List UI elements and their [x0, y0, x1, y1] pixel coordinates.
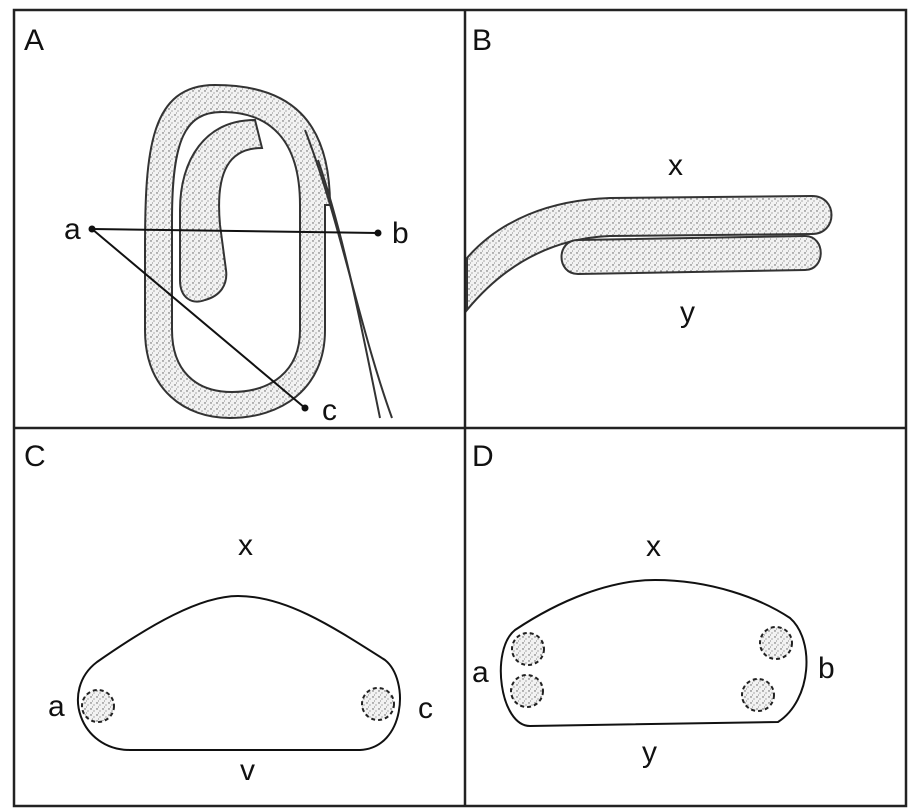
point-label-y-d: y [642, 736, 657, 769]
frame [12, 8, 908, 808]
point-label-a: a [64, 213, 81, 246]
upper-tube [466, 194, 833, 313]
panel-c: C x v a c [24, 440, 433, 787]
section-line-ac [91, 228, 306, 409]
panel-a: A a b c [24, 24, 409, 427]
panel-d: D x y a b [472, 440, 835, 769]
point-label-c: c [322, 394, 337, 427]
point-c-dot [301, 404, 309, 412]
point-label-c-c: c [418, 692, 433, 725]
cross-section-d [499, 578, 808, 728]
point-label-a-c: a [48, 690, 65, 723]
point-label-a-d: a [472, 656, 489, 689]
section-line-ab [91, 228, 379, 234]
point-label-x-c: x [238, 529, 253, 562]
point-a-dot [88, 225, 96, 233]
point-label-v-c: v [240, 754, 255, 787]
lumen-a-lower [510, 674, 544, 708]
panel-b: B x y [466, 24, 833, 329]
panel-label-d: D [472, 440, 494, 473]
lumen-a-upper [511, 632, 545, 666]
cross-section-c [77, 594, 401, 751]
panel-label-c: C [24, 440, 46, 473]
lumen-b-lower [741, 678, 775, 712]
lower-tube [560, 234, 822, 276]
panel-label-a: A [24, 24, 44, 57]
inner-hook [179, 118, 264, 303]
lumen-c [361, 687, 395, 721]
point-label-x-b: x [668, 149, 683, 182]
lumen-a [81, 689, 115, 723]
panel-label-b: B [472, 24, 492, 57]
point-label-b: b [392, 217, 409, 250]
point-label-x-d: x [646, 530, 661, 563]
lumen-b-upper [759, 626, 793, 660]
tube-tail-inner [317, 159, 381, 419]
point-label-b-d: b [818, 652, 835, 685]
point-label-y-b: y [680, 296, 695, 329]
looped-tube [144, 83, 332, 420]
point-b-dot [374, 229, 382, 237]
